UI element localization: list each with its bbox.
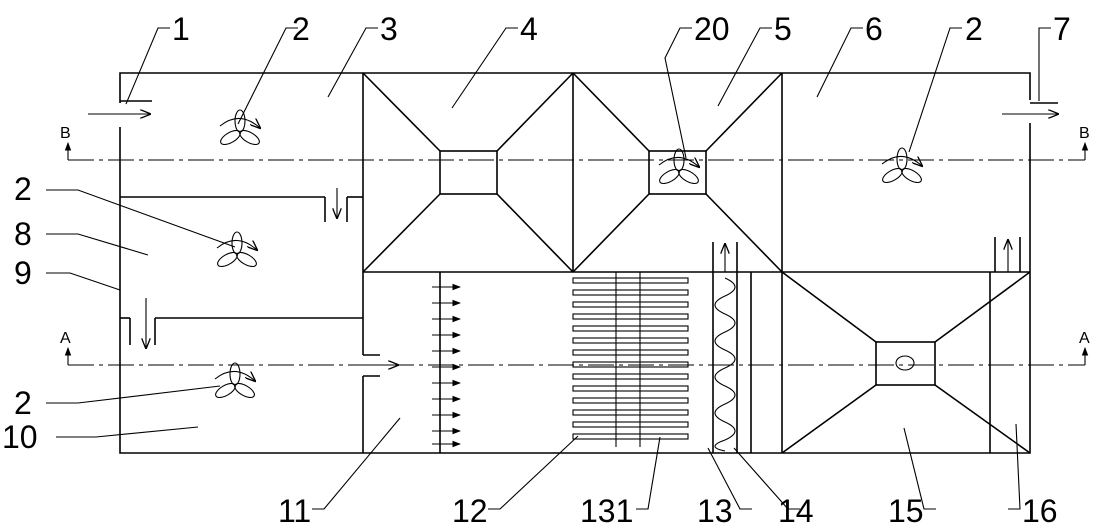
label-2: 2 [14, 385, 32, 421]
label-131: 131 [580, 493, 633, 529]
section-a-right: A [1079, 330, 1090, 347]
fan-icon [213, 363, 256, 400]
inner-partitions [120, 73, 1030, 453]
label-7: 7 [1053, 11, 1071, 47]
flow-arrow-icon [88, 114, 1058, 365]
fan-icon [657, 149, 700, 186]
label-2: 2 [292, 11, 310, 47]
leader-lines [46, 27, 1051, 510]
label-8: 8 [14, 216, 32, 252]
filter-plate-icon [572, 272, 689, 447]
label-13: 13 [697, 493, 733, 529]
label-2: 2 [965, 11, 983, 47]
section-a-left: A [60, 330, 71, 347]
label-10: 10 [2, 419, 38, 455]
label-1: 1 [172, 11, 190, 47]
label-15: 15 [888, 493, 924, 529]
section-lines: B B A A [60, 125, 1090, 366]
label-3: 3 [380, 11, 398, 47]
fan-icon [215, 232, 258, 269]
label-12: 12 [452, 493, 488, 529]
label-6: 6 [865, 11, 883, 47]
flow-arrow-column [432, 283, 462, 448]
label-11: 11 [278, 493, 311, 529]
fan-icon [880, 148, 923, 185]
funnel-15 [781, 271, 1031, 454]
section-b-left: B [60, 125, 71, 142]
label-14: 14 [778, 493, 814, 529]
label-2: 2 [14, 171, 32, 207]
label-4: 4 [520, 11, 538, 47]
section-b-right: B [1079, 125, 1090, 142]
label-9: 9 [14, 255, 32, 291]
label-group: 1 2 3 4 20 5 6 2 7 2 8 9 2 10 11 12 131 … [2, 11, 1071, 529]
label-5: 5 [774, 11, 792, 47]
spiral-coil-icon [714, 277, 736, 452]
label-16: 16 [1022, 493, 1058, 529]
funnel-4 [362, 72, 574, 273]
housing-outline [119, 72, 1058, 454]
funnel-5 [572, 72, 783, 273]
fan-icon [218, 110, 261, 147]
label-20: 20 [694, 11, 730, 47]
